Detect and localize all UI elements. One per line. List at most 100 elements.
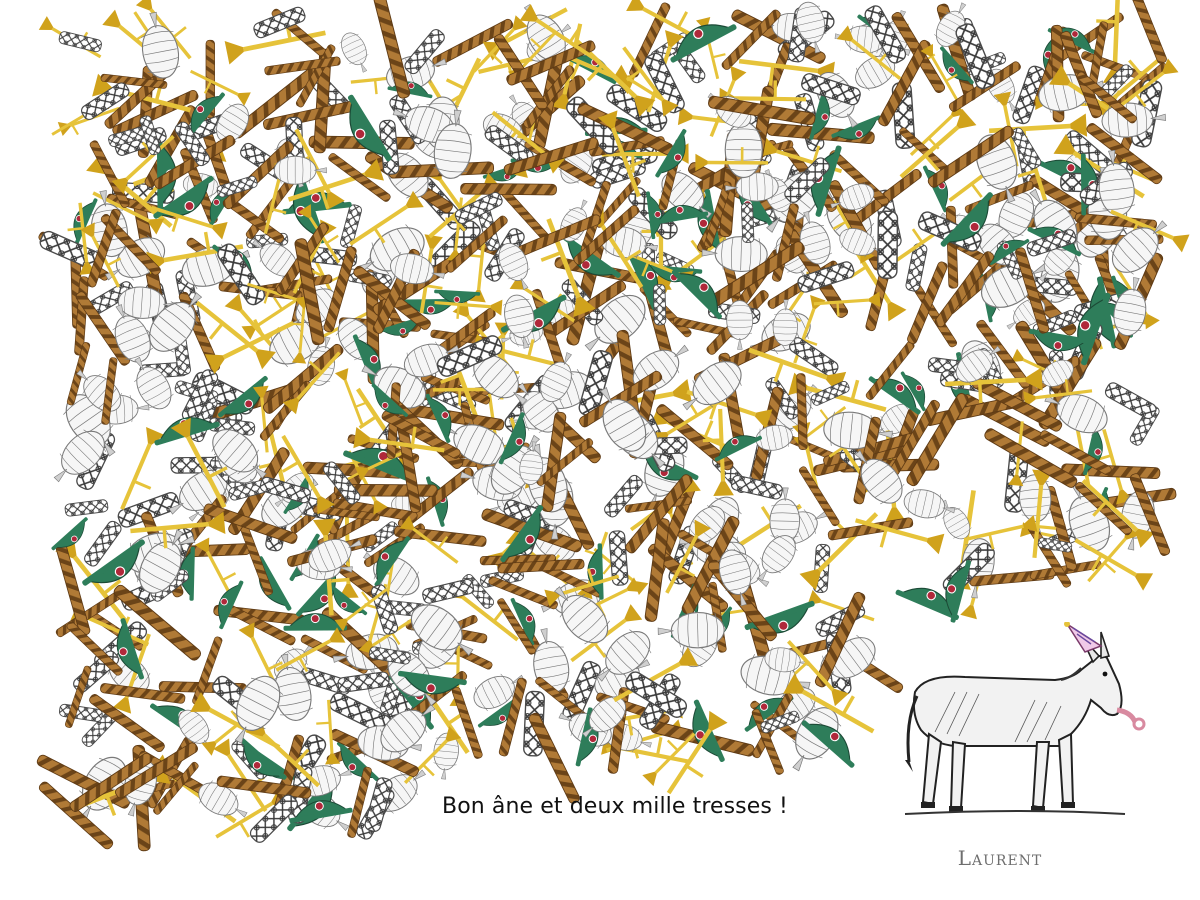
celtic-knot-item: [625, 671, 688, 718]
celtic-knot-item: [604, 474, 643, 518]
hat-item: [940, 192, 993, 247]
hat-item: [116, 618, 144, 680]
horn-item: [748, 347, 847, 395]
onion-bulb-item: [272, 653, 313, 721]
onion-bulb-item: [682, 358, 742, 411]
celtic-knot-item: [64, 499, 109, 517]
hat-item: [218, 580, 244, 630]
hat-item: [562, 235, 621, 278]
hat-item: [989, 238, 1030, 265]
celtic-knot-item: [259, 476, 311, 504]
braid-item: [906, 393, 969, 487]
braid-item: [721, 9, 781, 70]
braid-item: [488, 576, 558, 610]
onion-bulb-item: [599, 387, 649, 452]
horn-item: [189, 69, 251, 106]
artist-signature: Laurent: [957, 846, 1043, 870]
celtic-knot-item: [404, 29, 445, 75]
onion-bulb-item: [726, 300, 754, 350]
braid-item: [878, 39, 931, 127]
celtic-knot-item: [797, 261, 855, 293]
onion-bulb-item: [53, 429, 107, 483]
horn-item: [282, 351, 341, 415]
braid-item: [89, 694, 165, 753]
celtic-knot-item: [653, 283, 667, 326]
braid-item: [1076, 71, 1137, 124]
hat-item: [402, 298, 459, 315]
onion-bulb-item: [134, 356, 174, 410]
braid-item: [503, 137, 599, 176]
braid-item: [381, 410, 461, 459]
horn-item: [855, 518, 945, 555]
braid-item: [497, 598, 536, 655]
horn-item: [544, 568, 620, 607]
celtic-knot-item: [1026, 229, 1077, 257]
donkey-party-hat-icon: [904, 622, 1146, 815]
braid-item: [451, 686, 483, 759]
braid-item: [1086, 123, 1163, 185]
onion-bulb-item: [597, 629, 652, 682]
onion-bulb-item: [472, 352, 528, 406]
hat-item: [239, 737, 287, 780]
hat-item: [801, 720, 855, 768]
horn-item: [297, 204, 341, 264]
horn-item: [399, 515, 459, 564]
braid-item: [100, 214, 161, 276]
braid-item: [1127, 0, 1167, 64]
celtic-knot-item: [337, 671, 390, 693]
horn-item: [702, 408, 734, 497]
horn-item: [170, 417, 228, 509]
hat-item: [283, 613, 348, 631]
braid-item: [112, 89, 199, 137]
celtic-knot-item: [174, 121, 210, 167]
hat-item: [371, 383, 409, 417]
braid-item: [644, 518, 670, 622]
hat-item: [654, 205, 709, 225]
horn-item: [281, 434, 335, 515]
braid-item: [751, 708, 784, 775]
braid-item: [86, 208, 121, 288]
onion-bulb-item: [725, 172, 779, 202]
celtic-knot-item: [340, 204, 362, 249]
celtic-knot-item: [139, 115, 161, 156]
hat-item: [940, 46, 974, 85]
onion-bulb-item: [798, 210, 833, 265]
horn-item: [622, 46, 679, 117]
onion-bulb-item: [955, 345, 1002, 385]
hat-item: [945, 560, 972, 623]
braid-item: [66, 621, 123, 676]
braid-item: [113, 584, 202, 661]
horn-item: [434, 299, 503, 319]
braid-item: [497, 558, 585, 574]
hat-item: [646, 191, 662, 240]
celtic-knot-item: [84, 520, 122, 567]
braid-item: [222, 602, 296, 646]
celtic-knot-item: [58, 31, 102, 53]
braid-item: [100, 683, 186, 704]
onion-bulb-item: [582, 695, 627, 738]
celtic-knot-item: [1010, 127, 1042, 169]
onion-bulb-item: [339, 32, 369, 73]
horn-item: [316, 699, 341, 765]
onion-bulb-item: [308, 536, 362, 575]
onion-bulb-item: [233, 675, 284, 744]
celtic-knot-item: [249, 794, 298, 843]
braid-item: [216, 775, 312, 799]
braid-item: [1129, 473, 1171, 556]
celtic-knot-item: [740, 202, 755, 244]
horn-item: [519, 4, 596, 61]
celtic-knot-item: [760, 710, 800, 734]
celtic-knot-item: [422, 578, 475, 604]
onion-bulb-item: [211, 427, 267, 479]
hat-item: [347, 94, 392, 162]
hat-item: [714, 435, 762, 462]
onion-bulb-item: [136, 529, 185, 594]
celtic-knot-item: [364, 777, 393, 832]
horn-item: [695, 147, 769, 172]
horn-item: [472, 15, 528, 73]
horn-item: [813, 291, 881, 317]
hat-item: [51, 517, 88, 551]
braid-item: [907, 261, 948, 345]
horn-item: [224, 18, 326, 65]
horn-item: [665, 519, 711, 594]
